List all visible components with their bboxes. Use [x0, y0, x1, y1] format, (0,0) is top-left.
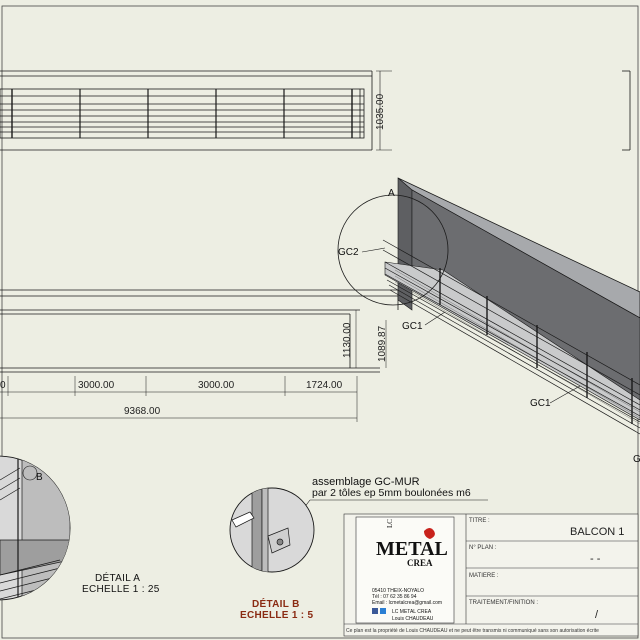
dim-height-front: 1130.00	[342, 322, 353, 358]
traitement-label: TRAITEMENT/FINITION :	[469, 600, 538, 606]
title-block	[343, 513, 639, 637]
detail-b-view	[229, 487, 315, 573]
titre-value: BALCON 1	[570, 526, 624, 538]
logo-crea: CREA	[407, 558, 433, 568]
logo-rose-icon	[424, 528, 435, 539]
view-a-label: A	[388, 188, 395, 199]
dim-overall: 9368.00	[124, 406, 161, 417]
dim-height-inner: 1089.87	[377, 325, 388, 362]
logo-metal: METAL	[376, 538, 448, 560]
plan-value: - -	[590, 553, 601, 565]
dim-seg3: 1724.00	[306, 380, 343, 391]
company-logo: LC METAL CREA 05410 THEIX-NOYALO Tél : 0…	[372, 519, 448, 622]
top-elevation-view	[0, 70, 631, 151]
assembly-note-line1: assemblage GC-MUR	[312, 476, 420, 488]
titre-label: TITRE :	[469, 518, 490, 524]
detail-a-title: DÉTAIL A	[95, 571, 140, 584]
title-block-footer: Ce plan est la propriété de Louis CHAUDE…	[346, 628, 599, 634]
assembly-note-line2: par 2 tôles ep 5mm boulonées m6	[312, 487, 471, 499]
logo-address: 05410 THEIX-NOYALO	[372, 588, 424, 594]
logo-person: Louis CHAUDEAU	[392, 616, 434, 622]
isometric-view	[382, 177, 640, 435]
detail-b-scale: ECHELLE 1 : 5	[240, 610, 313, 621]
label-gc1-bottom: GC1	[530, 398, 551, 409]
plan-label: N° PLAN :	[469, 545, 497, 551]
detail-b-marker: B	[36, 472, 43, 483]
facebook-icon	[372, 608, 378, 614]
logo-email: Email : lcmetalcrea@gmail.com	[372, 600, 442, 606]
matiere-label: MATIERE :	[469, 573, 499, 579]
logo-company: LC METAL CREA	[392, 609, 432, 615]
mail-icon	[380, 608, 386, 614]
detail-a-view	[0, 455, 71, 601]
front-elevation-view	[0, 289, 399, 422]
dim-seg0: 0	[0, 380, 6, 391]
dim-height-total: 1035.00	[375, 93, 386, 130]
label-edge-letter: G	[633, 454, 640, 465]
logo-tel: Tél : 07 62 35 86 94	[372, 594, 417, 600]
label-gc2: GC2	[338, 247, 359, 258]
detail-b-title: DÉTAIL B	[252, 597, 300, 610]
wall-main-face	[411, 189, 640, 401]
dim-seg2: 3000.00	[198, 380, 235, 391]
detail-a-scale: ECHELLE 1 : 25	[82, 584, 160, 595]
label-gc1-top: GC1	[402, 321, 423, 332]
dim-seg1: 3000.00	[78, 380, 115, 391]
traitement-value: /	[595, 609, 599, 621]
logo-lc: LC	[386, 519, 394, 528]
detail-a-callout-circle	[337, 194, 449, 306]
